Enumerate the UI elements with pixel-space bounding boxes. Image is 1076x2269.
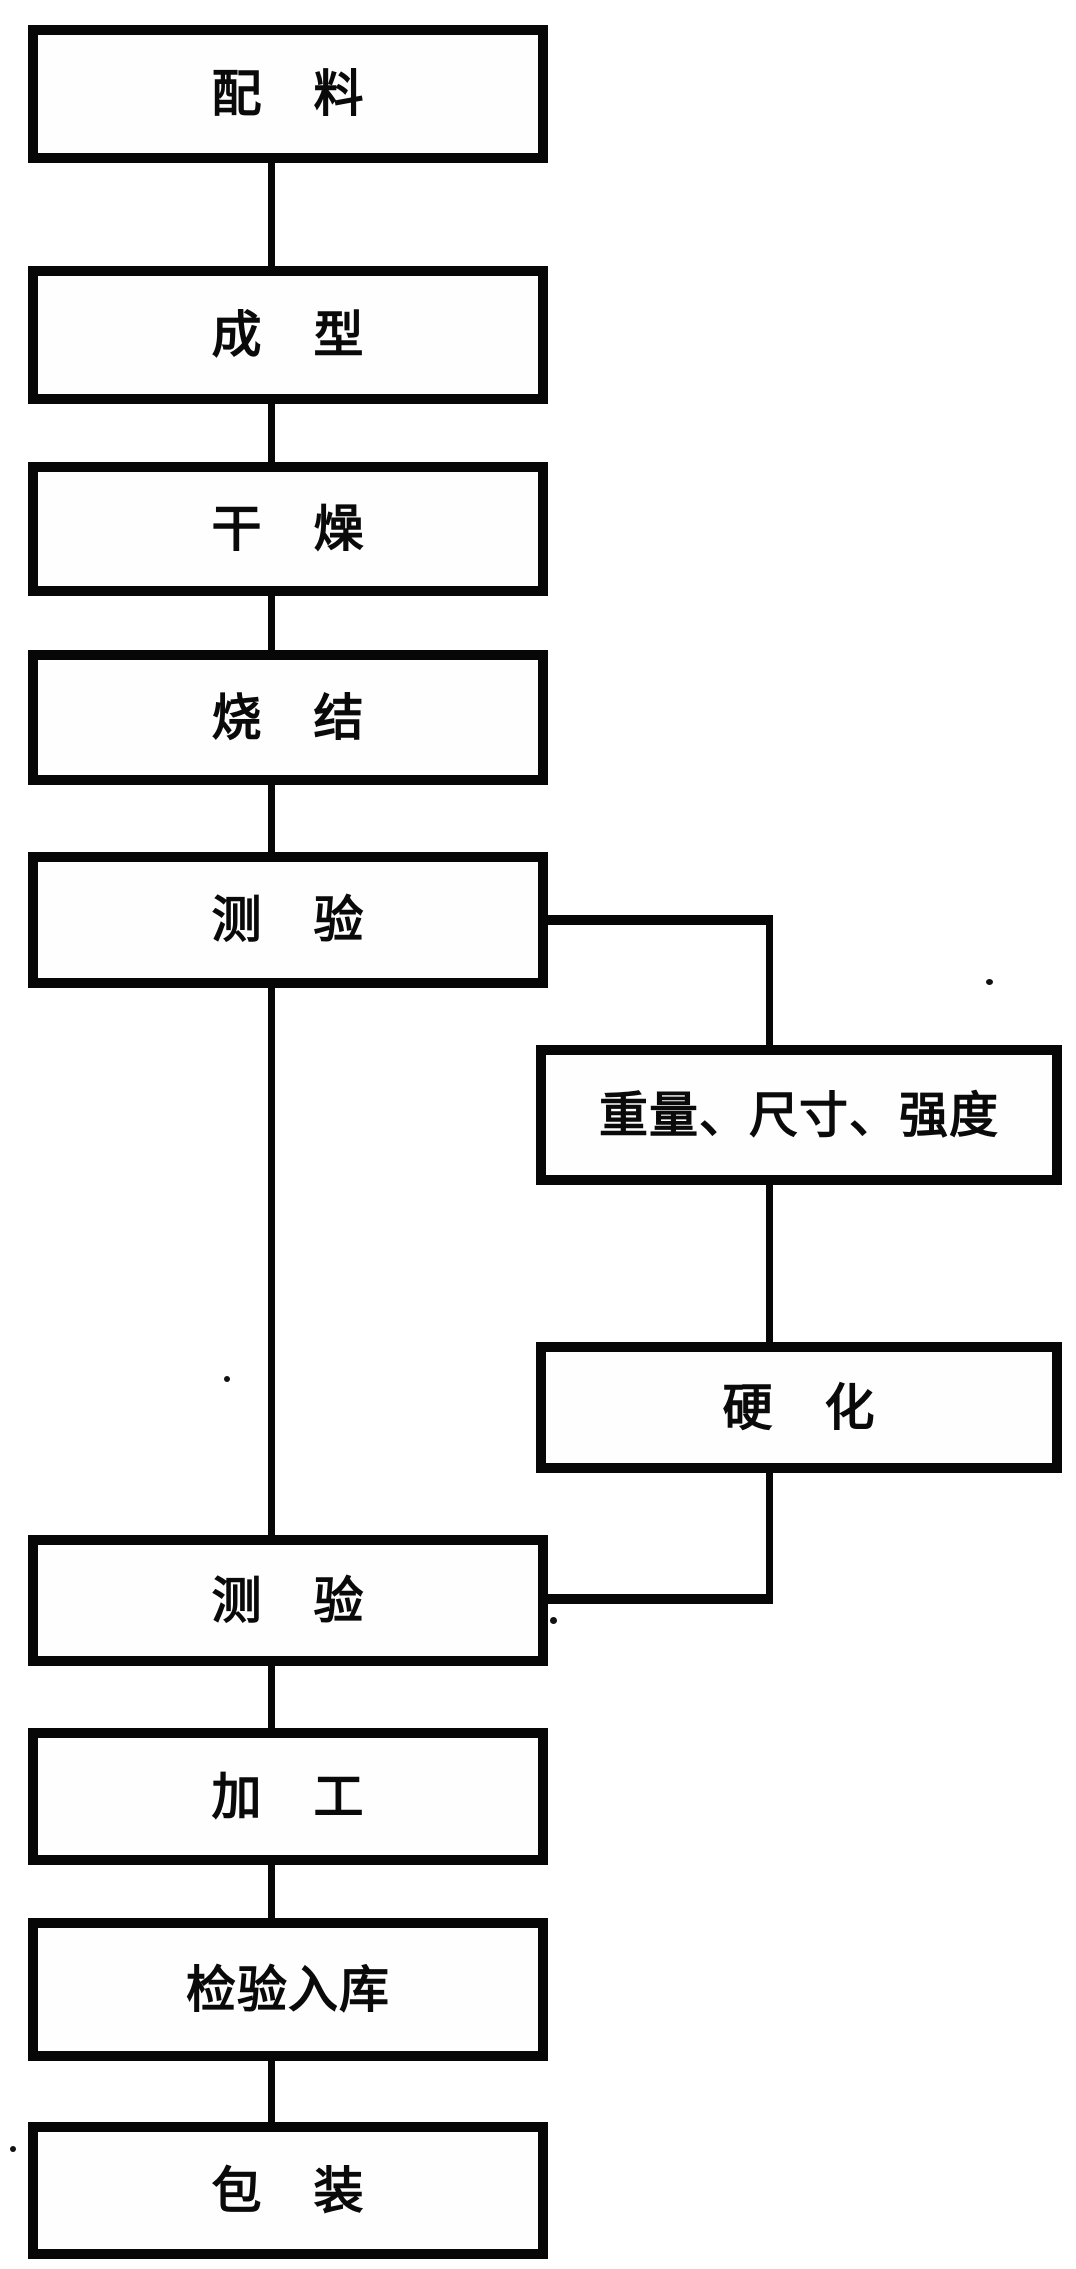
edge-drying-to-sintering bbox=[268, 593, 275, 653]
edge-testing1-to-testing2 bbox=[268, 985, 275, 1538]
scan-speck bbox=[550, 1617, 557, 1624]
edge-batching-to-forming bbox=[268, 160, 275, 270]
node-sintering: 烧 结 bbox=[28, 650, 548, 785]
node-testing-1: 测 验 bbox=[28, 852, 548, 988]
node-forming: 成 型 bbox=[28, 266, 548, 404]
node-testing-2: 测 验 bbox=[28, 1535, 548, 1666]
edge-testing2-to-machining bbox=[268, 1663, 275, 1731]
scan-speck bbox=[224, 1376, 230, 1382]
edge-branch-return-to-testing2 bbox=[545, 1594, 773, 1604]
node-drying: 干 燥 bbox=[28, 462, 548, 596]
node-hardening: 硬 化 bbox=[536, 1342, 1062, 1473]
edge-inspection-to-packaging bbox=[268, 2058, 275, 2125]
edge-branch-down-to-weight-box bbox=[766, 915, 773, 1048]
edge-sintering-to-testing1 bbox=[268, 782, 275, 855]
edge-testing1-to-branch-horizontal bbox=[545, 915, 773, 925]
node-inspection-warehousing: 检验入库 bbox=[28, 1918, 548, 2061]
edge-hardening-down-vertical bbox=[766, 1470, 773, 1604]
edge-forming-to-drying bbox=[268, 401, 275, 465]
scan-speck bbox=[986, 979, 993, 985]
scan-speck bbox=[10, 2146, 16, 2152]
edge-machining-to-inspection bbox=[268, 1862, 275, 1921]
edge-weight-box-to-hardening bbox=[766, 1182, 773, 1345]
node-batching: 配 料 bbox=[28, 25, 548, 163]
node-packaging: 包 装 bbox=[28, 2122, 548, 2259]
node-machining: 加 工 bbox=[28, 1728, 548, 1865]
node-weight-size-strength: 重量、尺寸、强度 bbox=[536, 1045, 1062, 1185]
